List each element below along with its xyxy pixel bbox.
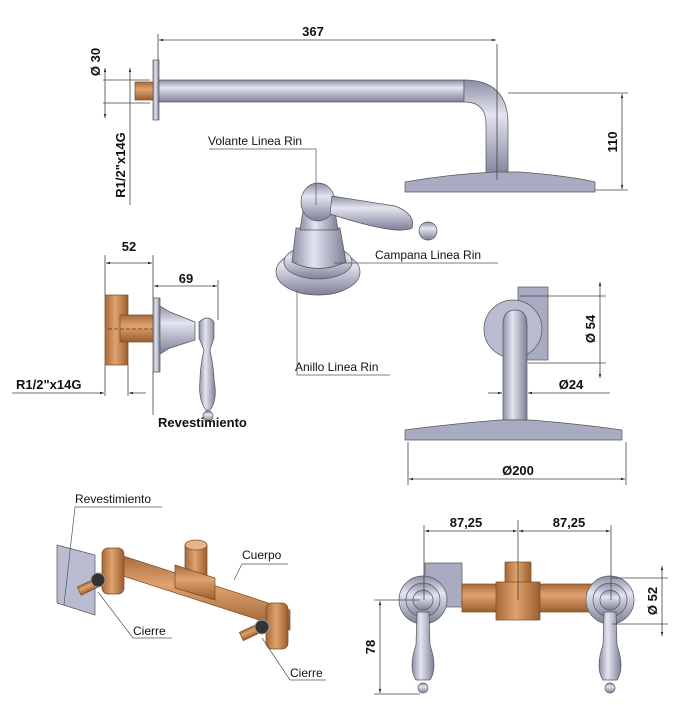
- right-handle-front: [585, 575, 635, 694]
- label-cuerpo: Cuerpo: [242, 548, 282, 562]
- dim-thread-side: R1/2"x14G: [16, 377, 81, 392]
- dim-spacing-right: 87,25: [553, 515, 586, 530]
- dim-pipe-diameter: Ø24: [559, 377, 584, 392]
- revestimiento-plate: [152, 297, 161, 373]
- label-revestimiento-side: Revestimiento: [158, 415, 247, 430]
- label-volante: Volante Linea Rin: [208, 134, 302, 148]
- label-cierre-2: Cierre: [290, 666, 323, 680]
- side-handle-lever: [198, 317, 216, 411]
- dim-thread-top: R1/2"x14G: [113, 132, 128, 197]
- label-campana: Campana Linea Rin: [375, 248, 481, 262]
- dim-ring-diameter: Ø 54: [583, 314, 598, 343]
- dim-flange-diameter: Ø 30: [88, 48, 103, 76]
- dim-arm-length: 367: [302, 24, 324, 39]
- revestimiento-plate-iso: [56, 544, 96, 616]
- dim-escutcheon-diameter: Ø 52: [645, 587, 660, 615]
- wall-flange: [152, 59, 160, 121]
- arm-pipe: [502, 309, 528, 421]
- dim-arm-drop: 110: [605, 132, 620, 153]
- dim-handle-height: 78: [363, 640, 378, 654]
- volante-handle-head: [300, 182, 336, 222]
- label-anillo: Anillo Linea Rin: [295, 360, 378, 374]
- volante-lever: [329, 195, 413, 231]
- shower-head-front: [404, 419, 623, 441]
- label-revestimiento-iso: Revestimiento: [75, 492, 151, 506]
- valve-side-view: 52 69 R1/2"x14G Revestimiento: [12, 239, 247, 430]
- campana-bell: [291, 227, 347, 269]
- shower-arm-side-view: 367 Ø 30 R1/2"x14G 110: [88, 24, 628, 205]
- valve-body-iso: Revestimiento Cuerpo Cierre Cierre: [56, 492, 326, 681]
- dim-valve-depth: 52: [122, 239, 136, 254]
- valve-front-view: 87,25 87,25 Ø 52 78: [363, 515, 668, 695]
- threaded-nipple: [134, 81, 155, 101]
- label-cierre-1: Cierre: [133, 624, 166, 638]
- handle-assembly-iso: Volante Linea Rin Campana Linea Rin Anil…: [208, 134, 498, 376]
- shower-arm-front-view: Ø 54 Ø24 Ø200: [404, 282, 627, 485]
- dim-head-diameter: Ø200: [502, 463, 534, 478]
- left-handle-front: [398, 575, 448, 694]
- shower-head: [404, 171, 596, 193]
- arm-tube: [158, 79, 465, 103]
- dim-spacing-left: 87,25: [450, 515, 483, 530]
- arm-bend: [463, 79, 509, 179]
- dim-handle-projection: 69: [179, 271, 193, 286]
